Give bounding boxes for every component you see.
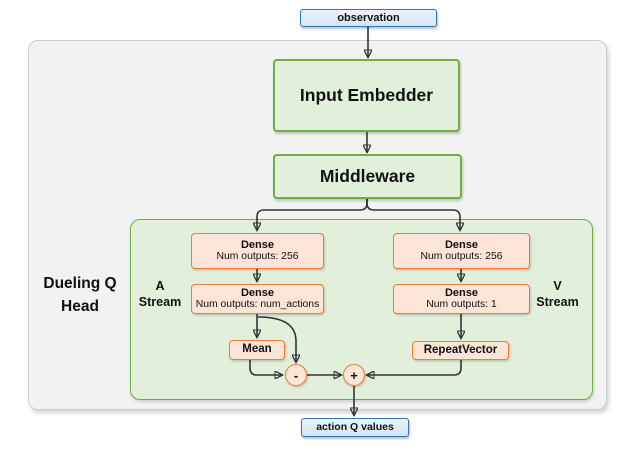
action-q-values-label: action Q values bbox=[316, 421, 394, 434]
a-stream-label-line2: Stream bbox=[138, 295, 182, 310]
v-dense-1-node: Dense Num outputs: 1 bbox=[393, 284, 530, 314]
a-stream-label-line1: A bbox=[155, 279, 165, 293]
a-dense-256-subtitle: Num outputs: 256 bbox=[216, 251, 299, 263]
action-q-values-node: action Q values bbox=[301, 418, 409, 437]
a-dense-256-node: Dense Num outputs: 256 bbox=[191, 233, 324, 269]
dueling-q-head-label: Dueling Q Head bbox=[28, 272, 132, 319]
input-embedder-node: Input Embedder bbox=[273, 59, 460, 132]
a-dense-256-title: Dense bbox=[240, 238, 275, 251]
v-stream-label-line1: V bbox=[553, 279, 562, 293]
add-op-node: + bbox=[343, 364, 365, 386]
v-dense-256-subtitle: Num outputs: 256 bbox=[420, 251, 503, 263]
observation-node: observation bbox=[300, 9, 437, 27]
a-dense-num-actions-title: Dense bbox=[240, 286, 275, 299]
middleware-node: Middleware bbox=[273, 154, 462, 199]
dueling-q-head-label-line1: Dueling Q bbox=[43, 275, 117, 292]
v-dense-256-node: Dense Num outputs: 256 bbox=[393, 233, 530, 269]
mean-label: Mean bbox=[242, 343, 272, 356]
a-stream-label: A Stream bbox=[132, 278, 188, 311]
v-stream-label-line2: Stream bbox=[536, 295, 579, 310]
v-dense-256-title: Dense bbox=[444, 238, 479, 251]
v-stream-label: V Stream bbox=[529, 278, 586, 311]
middleware-label: Middleware bbox=[319, 166, 416, 187]
add-op-label: + bbox=[350, 367, 358, 383]
subtract-op-label: - bbox=[293, 367, 299, 383]
repeat-vector-node: RepeatVector bbox=[412, 341, 509, 360]
input-embedder-label: Input Embedder bbox=[299, 85, 434, 106]
a-dense-num-actions-subtitle: Num outputs: num_actions bbox=[195, 299, 320, 311]
repeat-vector-label: RepeatVector bbox=[423, 343, 498, 356]
v-dense-1-subtitle: Num outputs: 1 bbox=[426, 299, 497, 311]
subtract-op-node: - bbox=[285, 364, 307, 386]
v-dense-1-title: Dense bbox=[444, 286, 479, 299]
dueling-q-head-label-line2: Head bbox=[61, 298, 99, 316]
mean-node: Mean bbox=[229, 340, 285, 360]
observation-label: observation bbox=[337, 11, 400, 24]
a-dense-num-actions-node: Dense Num outputs: num_actions bbox=[191, 284, 324, 314]
